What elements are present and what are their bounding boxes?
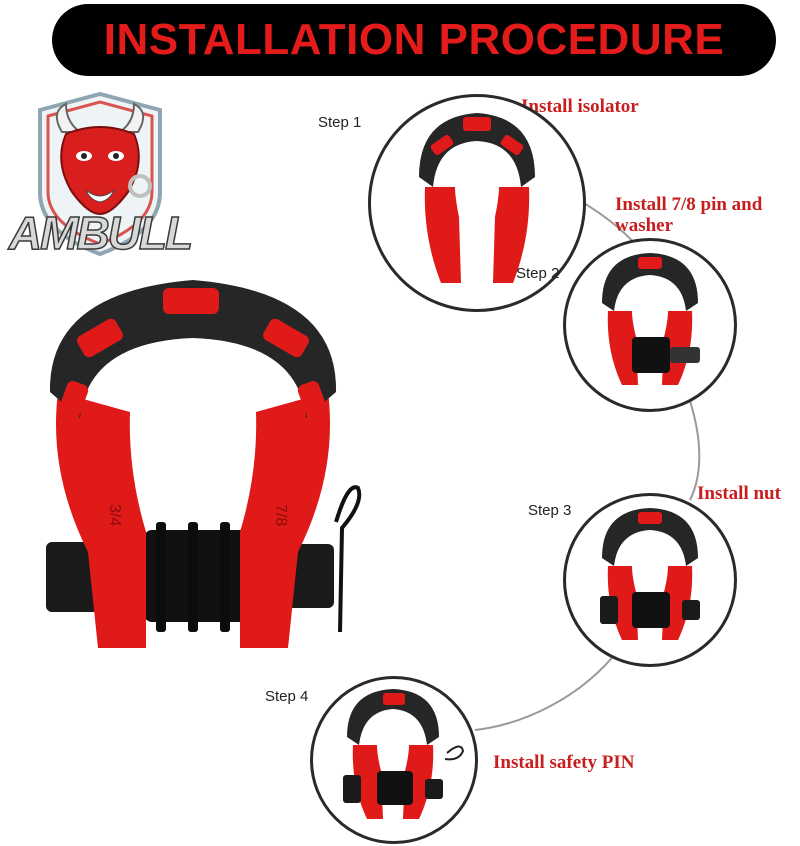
step-2-label: Step 2 [516, 265, 560, 282]
step-3-image [563, 493, 737, 667]
brand-logo [0, 91, 200, 264]
step-1-image [368, 94, 586, 312]
step-4-label: Step 4 [265, 688, 309, 705]
left-leg-marking: 3/4 [106, 504, 123, 526]
step-1-title: Install isolator [521, 96, 639, 117]
page-title: INSTALLATION PROCEDURE [103, 15, 725, 64]
main-shackle-image: 3/4 7/8 [46, 280, 362, 648]
brand-wordmark: AMBULL [8, 206, 194, 260]
title-banner: INSTALLATION PROCEDURE [52, 4, 776, 76]
step-1-label: Step 1 [318, 114, 362, 131]
step-4-title: Install safety PIN [493, 752, 635, 773]
step-3-label: Step 3 [528, 502, 572, 519]
step-4-image [310, 676, 478, 844]
step-3-title: Install nut [697, 483, 781, 504]
bull-shield-icon [38, 91, 162, 257]
step-2-title: Install 7/8 pin and washer [615, 194, 763, 236]
step-2-image [563, 238, 737, 412]
right-leg-marking: 7/8 [272, 504, 289, 526]
